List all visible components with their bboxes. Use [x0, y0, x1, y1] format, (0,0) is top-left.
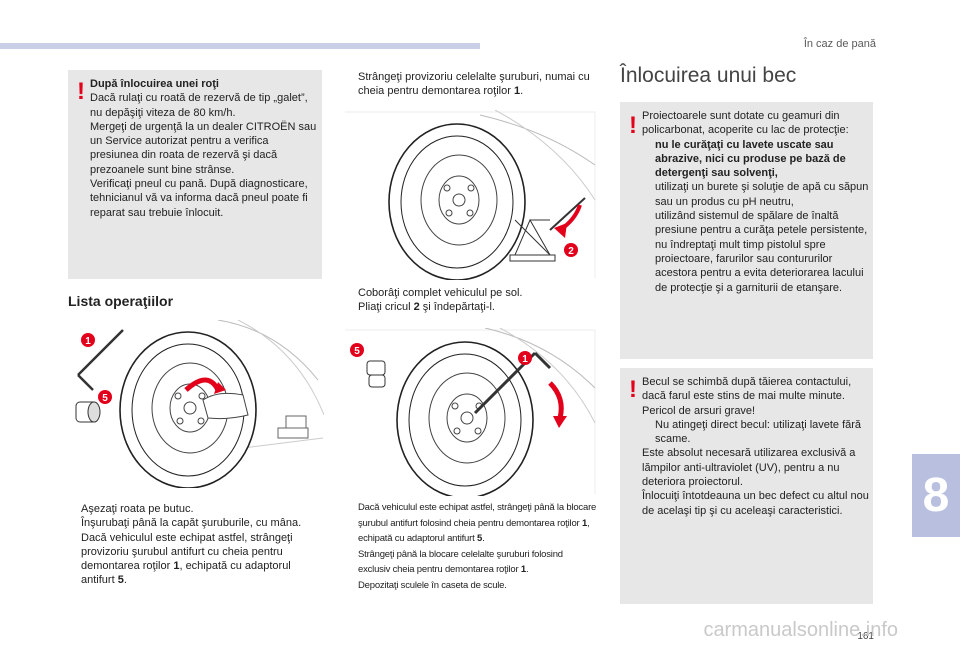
list-item: Strângeţi până la blocare celelalte şuru…	[358, 548, 563, 576]
section-title-bulb: Înlocuirea unui bec	[620, 64, 797, 87]
watermark: carmanualsonline.info	[703, 619, 898, 641]
header-bar	[0, 43, 480, 49]
list-item: utilizând sistemul de spălare de înaltă …	[655, 210, 868, 294]
illustration-wheel-jack: 2	[345, 110, 596, 280]
page-number: 161	[857, 631, 874, 642]
illustration-wheel-mounting: 1 5	[75, 320, 324, 488]
list-item: Dacă vehiculul este echipat astfel, strâ…	[358, 502, 597, 544]
list-item: Înşurubaţi până la capăt şuruburile, cu …	[81, 517, 302, 530]
badge-1	[518, 351, 532, 365]
list-item: Strângeţi provizoriu celelalte şuruburi,…	[358, 71, 590, 98]
badge-1-label: 1	[85, 336, 91, 347]
badge-2	[564, 243, 578, 257]
warning-intro: Proiectoarele sunt dotate cu geamuri din…	[642, 110, 849, 137]
middle-mid-steps: Coborâţi complet vehiculul pe sol. Pliaţ…	[345, 286, 595, 315]
list-item: utilizaţi un burete şi soluţie de apă cu…	[655, 181, 869, 208]
chapter-tab[interactable]: 8	[912, 454, 960, 537]
warning-icon: !	[629, 376, 637, 403]
warning-title: După înlocuirea unei roţi	[90, 78, 219, 90]
middle-bottom-steps: Dacă vehiculul este echipat astfel, strâ…	[345, 500, 597, 593]
badge-5	[98, 390, 112, 404]
warning-text: Becul se schimbă după tăierea contactulu…	[642, 376, 852, 417]
warning-box-bulb-change: ! Becul se schimbă după tăierea contactu…	[620, 368, 873, 604]
badge-1-label: 1	[522, 354, 528, 365]
warning-box-wheel-change: ! După înlocuirea unei roţi Dacă rulaţi …	[68, 70, 322, 279]
list-item: Pliaţi cricul 2 şi îndepărtaţi-l.	[358, 301, 495, 314]
badge-1	[81, 333, 95, 347]
warning-text: Dacă rulaţi cu roată de rezervă de tip „…	[90, 92, 317, 219]
list-item: Depozitaţi sculele în caseta de scule.	[358, 579, 507, 591]
middle-top-step: Strângeţi provizoriu celelalte şuruburi,…	[345, 70, 595, 99]
badge-5	[350, 343, 364, 357]
list-item: Coborâţi complet vehiculul pe sol.	[358, 287, 523, 299]
illustration-wheel-tightening: 5 1	[345, 328, 596, 496]
list-item: Aşezaţi roata pe butuc.	[81, 503, 194, 515]
warning-box-headlamp-care: ! Proiectoarele sunt dotate cu geamuri d…	[620, 102, 873, 359]
operations-heading: Lista operaţiilor	[68, 293, 174, 309]
list-item: nu le curăţaţi cu lavete uscate sau abra…	[655, 138, 846, 180]
badge-5-label: 5	[102, 393, 108, 404]
badge-5-label: 5	[354, 346, 360, 357]
warning-icon: !	[77, 78, 85, 105]
list-item: Nu atingeţi direct becul: utilizaţi lave…	[655, 418, 862, 446]
warning-icon: !	[629, 112, 637, 139]
header-section-title: În caz de pană	[803, 38, 876, 50]
badge-2-label: 2	[568, 246, 574, 257]
left-steps: Aşezaţi roata pe butuc. Înşurubaţi până …	[68, 502, 322, 588]
warning-text: Este absolut necesară utilizarea exclusi…	[642, 447, 869, 517]
list-item: Dacă vehiculul este echipat astfel, strâ…	[81, 531, 293, 587]
